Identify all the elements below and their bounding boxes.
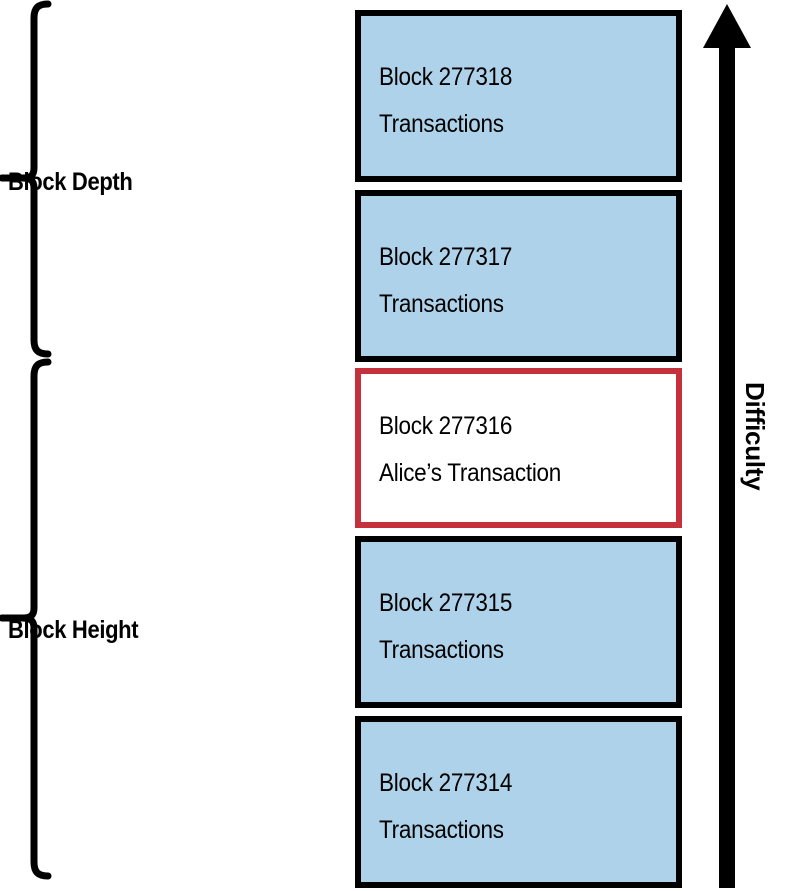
curly-brace-icon xyxy=(0,358,52,880)
block-subtitle: Transactions xyxy=(379,110,504,138)
axis-label-difficulty: Difficulty xyxy=(740,382,770,491)
curly-brace-icon xyxy=(0,0,52,358)
block-subtitle: Transactions xyxy=(379,636,504,664)
block-title: Block 277318 xyxy=(379,63,513,91)
block-title: Block 277316 xyxy=(379,412,513,440)
block-subtitle: Alice’s Transaction xyxy=(379,459,562,487)
block-card[interactable]: Block 277315 Transactions xyxy=(355,536,682,708)
up-arrow-icon xyxy=(703,4,751,888)
brace-block-height xyxy=(0,358,52,880)
brace-block-depth xyxy=(0,0,52,358)
block-card-highlighted[interactable]: Block 277316 Alice’s Transaction xyxy=(355,368,682,528)
block-title: Block 277315 xyxy=(379,589,513,617)
block-title: Block 277317 xyxy=(379,243,513,271)
block-card[interactable]: Block 277318 Transactions xyxy=(355,10,682,182)
block-card[interactable]: Block 277317 Transactions xyxy=(355,190,682,362)
block-title: Block 277314 xyxy=(379,769,513,797)
block-subtitle: Transactions xyxy=(379,816,504,844)
block-card[interactable]: Block 277314 Transactions xyxy=(355,716,682,888)
block-subtitle: Transactions xyxy=(379,290,504,318)
